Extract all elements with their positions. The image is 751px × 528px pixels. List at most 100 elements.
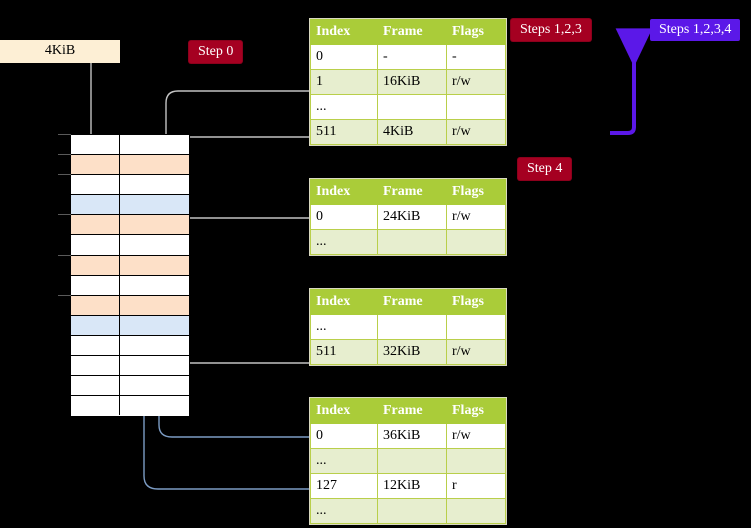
connector-t2-0-to-memory — [177, 217, 309, 278]
memory-row — [71, 336, 189, 357]
cell-frame: 24KiB — [377, 204, 447, 230]
memory-row — [71, 155, 189, 176]
cell-flags — [446, 229, 506, 255]
memory-row — [71, 356, 189, 377]
badge-step-4-label: Step 4 — [527, 161, 563, 176]
memory-row — [71, 195, 189, 216]
cell-index: 0 — [310, 44, 378, 70]
cell-frame — [377, 314, 447, 340]
cell-flags — [446, 314, 506, 340]
cell-index: 1 — [310, 69, 378, 95]
steps-bracket-arrow — [610, 28, 653, 135]
column-header-frame: Frame — [377, 289, 447, 315]
table-row: 1 16KiB r/w — [310, 69, 506, 95]
level-2-table: Index Frame Flags ... 511 32KiB r/w — [310, 289, 506, 365]
table-row: 127 12KiB r — [310, 473, 506, 499]
table-row: 0 36KiB r/w — [310, 423, 506, 449]
level-3-table: Index Frame Flags 0 24KiB r/w ... — [310, 179, 506, 255]
cell-flags — [446, 94, 506, 120]
cell-flags: r/w — [446, 423, 506, 449]
badge-step-0: Step 0 — [189, 41, 243, 63]
table-header-row: Index Frame Flags — [310, 19, 506, 45]
table-row: 0 24KiB r/w — [310, 204, 506, 230]
cell-flags: - — [446, 44, 506, 70]
cell-frame: - — [377, 44, 447, 70]
cell-index: ... — [310, 498, 378, 524]
cell-flags — [446, 498, 506, 524]
badge-steps-123-label: Steps 1,2,3 — [520, 22, 582, 37]
memory-row-tick — [58, 214, 71, 216]
column-header-flags: Flags — [446, 19, 506, 45]
connector-t3-511-to-memory — [177, 309, 309, 364]
size-label-text: 4KiB — [44, 43, 76, 58]
cell-index: 127 — [310, 473, 378, 499]
physical-memory-column — [70, 134, 190, 417]
cell-frame: 32KiB — [377, 339, 447, 365]
memory-row-tick — [58, 174, 71, 176]
badge-step-4: Step 4 — [518, 158, 572, 180]
size-label-4kib: 4KiB — [0, 40, 120, 63]
level-4-table: Index Frame Flags 0 - - 1 16KiB r/w ... — [310, 19, 506, 145]
memory-row — [71, 295, 189, 316]
badge-steps-1234: Steps 1,2,3,4 — [650, 19, 741, 41]
column-header-index: Index — [310, 398, 378, 424]
column-header-frame: Frame — [377, 179, 447, 205]
memory-row-tick — [58, 134, 71, 135]
cell-flags — [446, 448, 506, 474]
cell-frame: 16KiB — [377, 69, 447, 95]
level-1-table: Index Frame Flags 0 36KiB r/w ... 127 12… — [310, 398, 506, 524]
column-header-flags: Flags — [446, 289, 506, 315]
memory-column-divider — [119, 135, 120, 415]
cell-flags: r/w — [446, 69, 506, 95]
cell-index: 0 — [310, 423, 378, 449]
table-header-row: Index Frame Flags — [310, 398, 506, 424]
cell-flags: r/w — [446, 339, 506, 365]
cell-frame: 4KiB — [377, 119, 447, 145]
memory-row — [71, 376, 189, 397]
table-row: 511 32KiB r/w — [310, 339, 506, 365]
memory-row-tick — [58, 294, 71, 296]
memory-row — [71, 255, 189, 276]
cell-frame: 36KiB — [377, 423, 447, 449]
badge-steps-1234-label: Steps 1,2,3,4 — [659, 22, 732, 37]
table-row: ... — [310, 229, 506, 255]
cell-index: ... — [310, 94, 378, 120]
cell-frame — [377, 229, 447, 255]
column-header-frame: Frame — [377, 398, 447, 424]
memory-row — [71, 315, 189, 336]
badge-steps-123: Steps 1,2,3 — [511, 19, 591, 41]
cell-index: 511 — [310, 119, 378, 145]
cell-frame — [377, 94, 447, 120]
table-row: ... — [310, 314, 506, 340]
memory-row — [71, 215, 189, 236]
column-header-frame: Frame — [377, 19, 447, 45]
cell-frame — [377, 498, 447, 524]
memory-row — [71, 175, 189, 196]
cell-index: ... — [310, 229, 378, 255]
memory-row — [71, 235, 189, 256]
cell-flags: r/w — [446, 119, 506, 145]
column-header-flags: Flags — [446, 398, 506, 424]
table-row: ... — [310, 448, 506, 474]
cell-frame: 12KiB — [377, 473, 447, 499]
cell-flags: r — [446, 473, 506, 499]
column-header-flags: Flags — [446, 179, 506, 205]
column-header-index: Index — [310, 289, 378, 315]
table-row: 0 - - — [310, 44, 506, 70]
column-header-index: Index — [310, 179, 378, 205]
table-row: ... — [310, 498, 506, 524]
cell-index: 0 — [310, 204, 378, 230]
column-header-index: Index — [310, 19, 378, 45]
badge-step-0-label: Step 0 — [198, 44, 234, 59]
memory-row — [71, 135, 189, 156]
cell-frame — [377, 448, 447, 474]
table-header-row: Index Frame Flags — [310, 289, 506, 315]
table-header-row: Index Frame Flags — [310, 179, 506, 205]
table-row: ... — [310, 94, 506, 120]
cell-index: ... — [310, 448, 378, 474]
cell-index: ... — [310, 314, 378, 340]
cell-flags: r/w — [446, 204, 506, 230]
connector-t4-127-to-memory — [143, 207, 309, 490]
table-row: 511 4KiB r/w — [310, 119, 506, 145]
